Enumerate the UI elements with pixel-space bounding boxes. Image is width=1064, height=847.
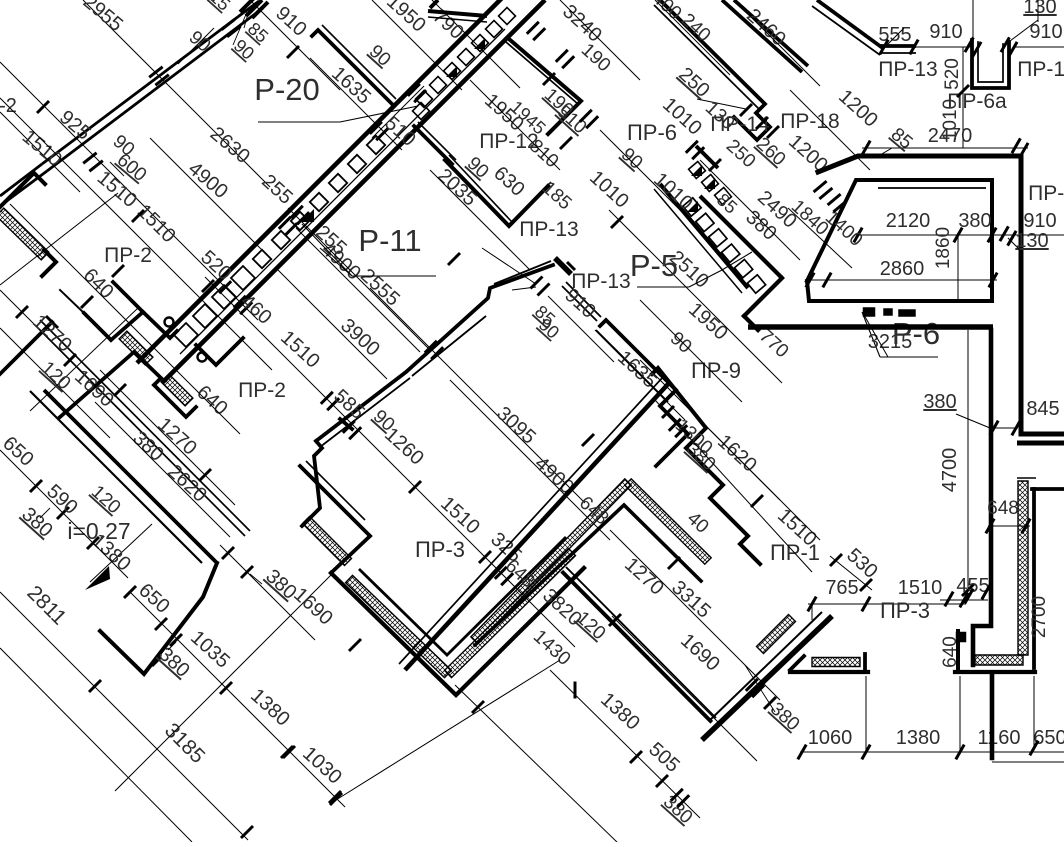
svg-text:555: 555 <box>878 24 911 46</box>
svg-text:2860: 2860 <box>880 258 925 280</box>
svg-text:ПР-13: ПР-13 <box>1017 58 1064 81</box>
svg-text:1380: 1380 <box>896 727 941 749</box>
svg-text:520: 520 <box>942 58 963 90</box>
svg-text:ПР-2: ПР-2 <box>238 379 286 402</box>
svg-text:Р-20: Р-20 <box>254 72 319 107</box>
svg-text:910: 910 <box>1023 210 1056 232</box>
svg-text:1060: 1060 <box>808 727 853 749</box>
svg-text:1160: 1160 <box>977 727 1020 749</box>
svg-text:ПР-18: ПР-18 <box>780 110 839 133</box>
svg-text:ПР-6: ПР-6 <box>627 120 677 145</box>
svg-text:ПР-14: ПР-14 <box>710 113 770 136</box>
svg-text:ПР-2: ПР-2 <box>104 244 152 267</box>
svg-text:ПР-13: ПР-13 <box>878 58 937 81</box>
svg-text:Р-11: Р-11 <box>358 223 421 258</box>
svg-text:ПР-3: ПР-3 <box>415 537 465 562</box>
svg-text:ПР-12: ПР-12 <box>479 130 538 153</box>
svg-text:910: 910 <box>929 21 962 43</box>
svg-text:910: 910 <box>1029 21 1062 43</box>
svg-text:1010: 1010 <box>940 99 961 141</box>
svg-text:3215: 3215 <box>868 331 913 353</box>
svg-text:2700: 2700 <box>1029 596 1050 638</box>
svg-text:765: 765 <box>825 577 858 599</box>
svg-text:380: 380 <box>958 210 991 232</box>
svg-text:ПР-1: ПР-1 <box>770 540 820 565</box>
svg-text:455: 455 <box>956 575 989 597</box>
svg-text:ПР-9: ПР-9 <box>691 358 741 383</box>
svg-text:1510: 1510 <box>898 577 943 599</box>
svg-text:ПР-13: ПР-13 <box>571 270 630 293</box>
svg-text:Р-5: Р-5 <box>630 248 678 283</box>
svg-text:2120: 2120 <box>886 210 931 232</box>
svg-text:ПР-3: ПР-3 <box>880 598 930 623</box>
svg-text:380: 380 <box>923 391 956 413</box>
svg-text:ПР-1: ПР-1 <box>1028 182 1064 205</box>
svg-text:і=0.27: і=0.27 <box>67 518 130 544</box>
svg-text:640: 640 <box>940 636 961 668</box>
svg-text:ПР-6а: ПР-6а <box>947 90 1007 113</box>
svg-text:ПР-13: ПР-13 <box>519 218 578 241</box>
svg-text:1860: 1860 <box>933 227 954 269</box>
svg-text:130: 130 <box>1023 0 1056 18</box>
svg-text:845: 845 <box>1026 398 1059 420</box>
svg-text:4700: 4700 <box>939 448 961 493</box>
svg-text:130: 130 <box>1015 230 1048 252</box>
svg-text:2470: 2470 <box>928 125 973 147</box>
svg-text:Р-6: Р-6 <box>892 316 940 351</box>
svg-text:650: 650 <box>1033 727 1064 749</box>
svg-text:648: 648 <box>987 498 1019 519</box>
